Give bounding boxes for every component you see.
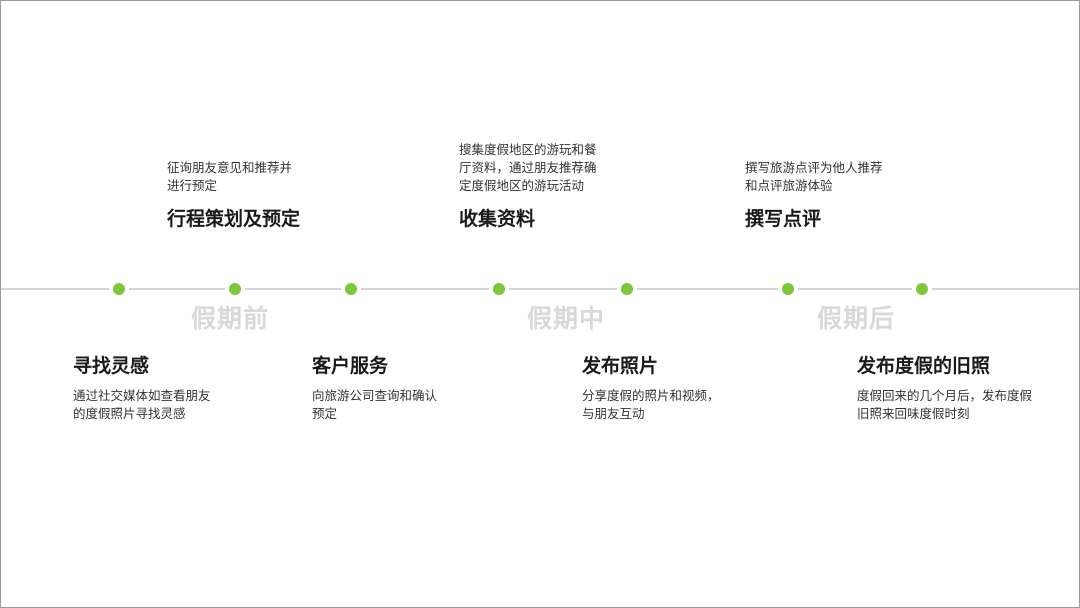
timeline-line [1, 288, 1079, 290]
stage-research-title: 收集资料 [459, 208, 536, 230]
phase-label-before: 假期前 [191, 304, 270, 333]
stage-photos: 发布照片 分享度假的照片和视频，与朋友互动 [582, 351, 730, 423]
timeline-dot-inspiration [113, 283, 125, 295]
timeline-dot-research [493, 283, 505, 295]
stage-review: 撰写旅游点评为他人推荐和点评旅游体验 撰写点评 [745, 159, 883, 231]
stage-planning-desc: 征询朋友意见和推荐并进行预定 [167, 160, 293, 193]
stage-inspiration-title: 寻找灵感 [73, 355, 150, 377]
stage-inspiration-desc: 通过社交媒体如查看朋友的度假照片寻找灵感 [73, 388, 211, 421]
timeline-dot-review [782, 283, 794, 295]
stage-memories-title: 发布度假的旧照 [857, 355, 991, 377]
timeline-dot-memories [916, 283, 928, 295]
stage-service-title: 客户服务 [312, 355, 389, 377]
stage-review-desc: 撰写旅游点评为他人推荐和点评旅游体验 [745, 160, 883, 193]
stage-memories: 发布度假的旧照 度假回来的几个月后，发布度假旧照来回味度假时刻 [857, 351, 1037, 423]
phase-label-during: 假期中 [527, 304, 606, 333]
stage-service-desc: 向旅游公司查询和确认预定 [312, 388, 438, 421]
stage-service: 客户服务 向旅游公司查询和确认预定 [312, 351, 440, 423]
stage-memories-desc: 度假回来的几个月后，发布度假旧照来回味度假时刻 [857, 388, 1033, 421]
timeline-dot-photos [621, 283, 633, 295]
stage-research-desc: 搜集度假地区的游玩和餐厅资料，通过朋友推荐确定度假地区的游玩活动 [459, 142, 597, 193]
timeline-dot-service [345, 283, 357, 295]
stage-planning: 征询朋友意见和推荐并进行预定 行程策划及预定 [167, 159, 302, 231]
stage-planning-title: 行程策划及预定 [167, 208, 301, 230]
stage-research: 搜集度假地区的游玩和餐厅资料，通过朋友推荐确定度假地区的游玩活动 收集资料 [459, 141, 597, 231]
timeline-dot-planning [229, 283, 241, 295]
stage-inspiration: 寻找灵感 通过社交媒体如查看朋友的度假照片寻找灵感 [73, 351, 213, 423]
stage-photos-title: 发布照片 [582, 355, 659, 377]
stage-photos-desc: 分享度假的照片和视频，与朋友互动 [582, 388, 720, 421]
stage-review-title: 撰写点评 [745, 208, 822, 230]
phase-label-after: 假期后 [817, 304, 896, 333]
